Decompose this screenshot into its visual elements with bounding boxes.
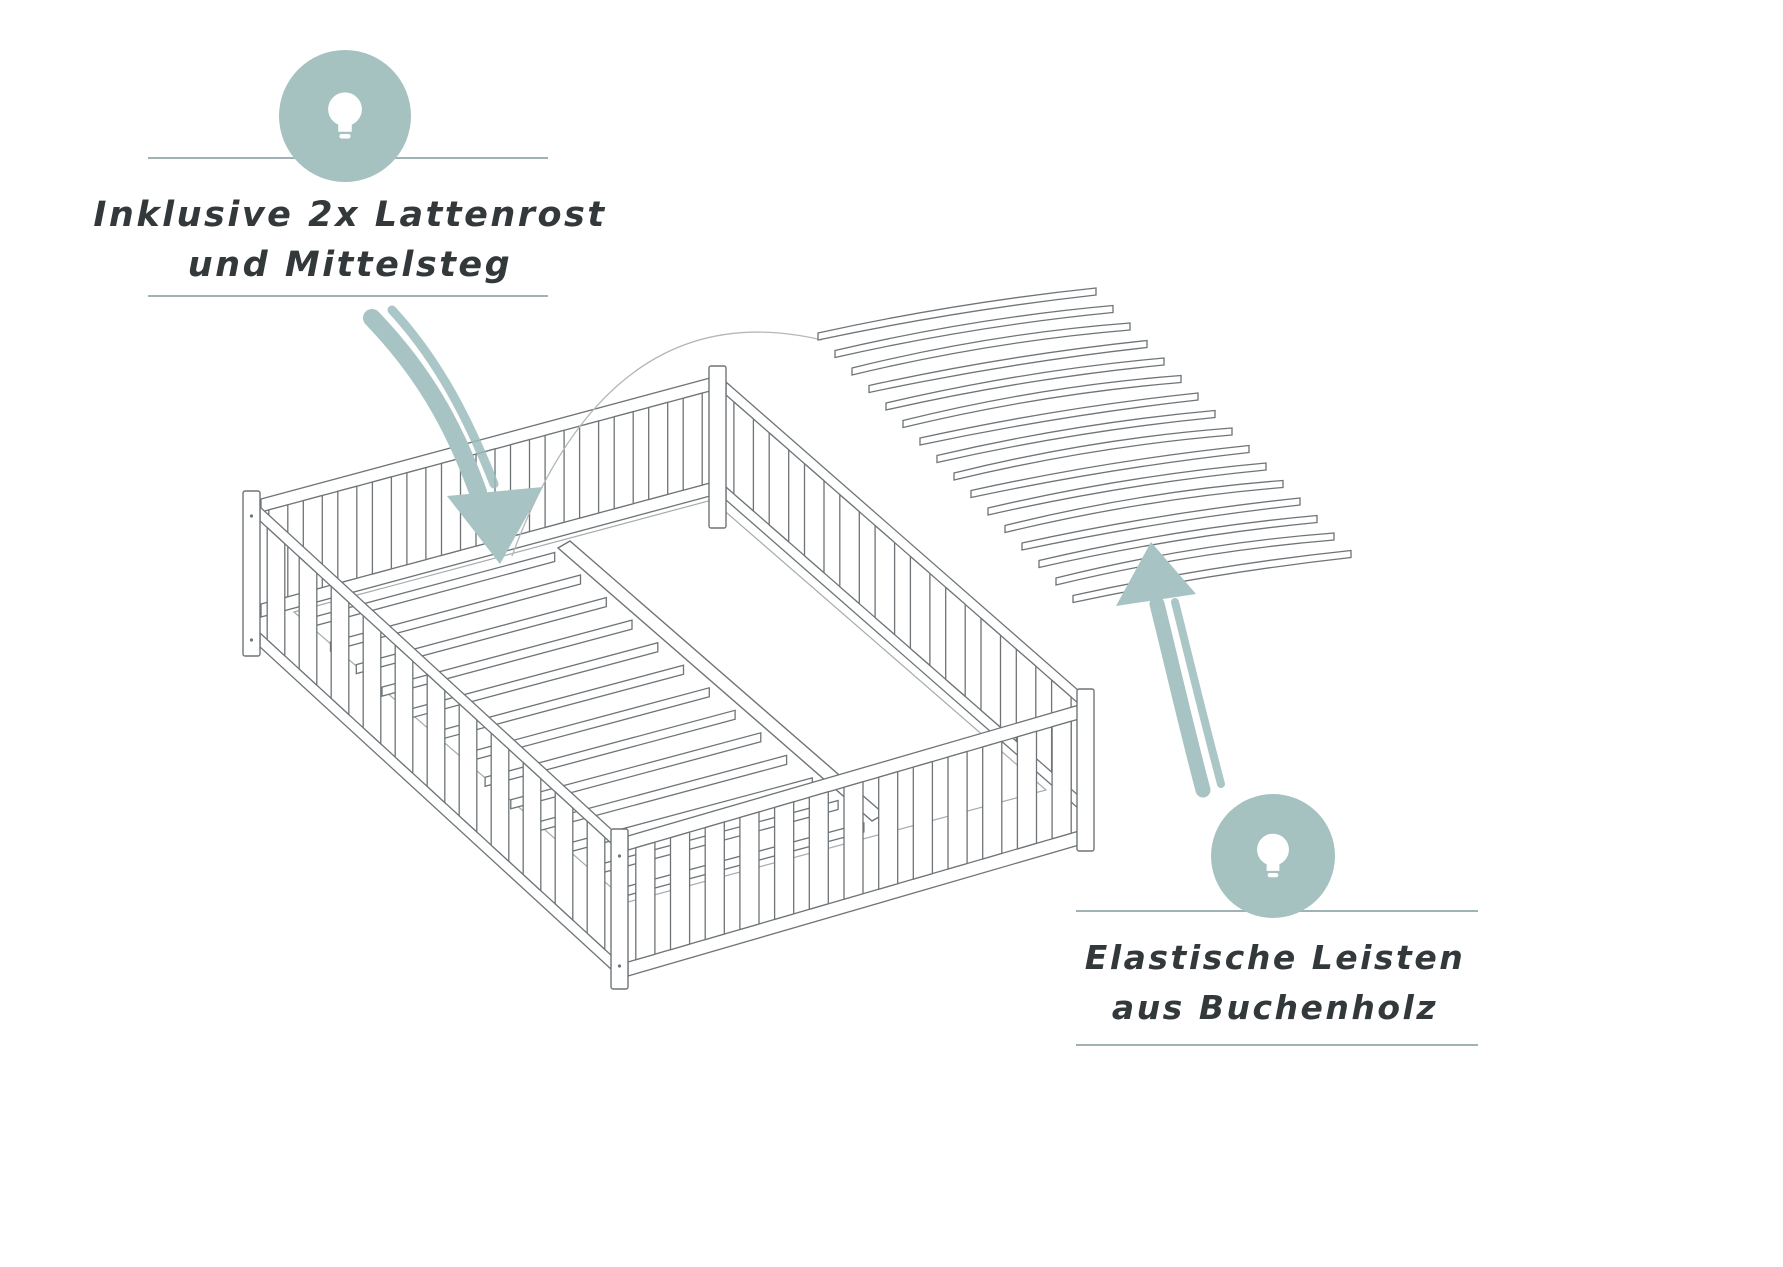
callout-leisten-line2: aus Buchenholz <box>1111 988 1439 1027</box>
rail-slat <box>704 821 725 941</box>
base-slat <box>987 462 1267 516</box>
base-slat <box>1004 479 1284 534</box>
rail-slat <box>733 400 755 513</box>
divider-line <box>1076 1044 1478 1046</box>
base-slat <box>817 287 1097 341</box>
rail-slat <box>1051 720 1072 840</box>
rail-slat <box>803 462 825 575</box>
rail-slat <box>773 801 795 921</box>
bed-post-right <box>1076 688 1095 852</box>
callout-lattenrost-line1: Inklusive 2x Lattenrost <box>93 195 607 235</box>
rail-slat <box>406 466 427 566</box>
bed-post-back <box>708 365 727 529</box>
base-slat <box>936 409 1216 464</box>
base-slat <box>1021 497 1301 551</box>
rail-slat <box>613 410 634 510</box>
rail-slat <box>878 770 899 891</box>
rail-slat <box>635 841 656 961</box>
base-slat <box>1038 514 1318 569</box>
lightbulb-glyph <box>1257 833 1289 878</box>
rail-slat <box>874 524 896 636</box>
rail-slat <box>982 740 1003 860</box>
rail-slat <box>980 616 1002 729</box>
callout-leisten: Elastische Leisten aus Buchenholz <box>1055 933 1495 1033</box>
rail-slat <box>394 643 414 775</box>
rail-slat <box>490 731 510 863</box>
base-slat <box>919 392 1199 446</box>
rail-slat <box>298 555 318 687</box>
bed-rail-front-left <box>259 505 613 972</box>
rail-slat <box>330 584 350 716</box>
rail-slat <box>947 750 968 870</box>
rail-slat <box>458 702 478 834</box>
base-slat <box>953 427 1233 481</box>
rail-slat <box>1016 730 1038 850</box>
base-slat <box>970 444 1250 499</box>
lightbulb-icon <box>1211 794 1335 918</box>
rail-slat <box>426 672 446 805</box>
divider-line <box>148 295 548 297</box>
base-slat <box>902 374 1182 429</box>
rail-slat <box>440 457 462 557</box>
rail-slat <box>266 526 286 658</box>
rail-slat <box>839 493 860 606</box>
screw-dot <box>617 964 622 968</box>
base-slat <box>851 322 1131 376</box>
rail-slat <box>912 760 934 880</box>
callout-lattenrost: Inklusive 2x Lattenrost und Mittelsteg <box>90 190 610 290</box>
arrow-to-slats-icon <box>1116 542 1225 798</box>
bed-post-front <box>610 828 629 990</box>
rail-slat <box>544 429 565 529</box>
base-slat <box>510 731 762 810</box>
base-slat <box>834 304 1114 359</box>
base-slat <box>484 709 736 788</box>
rail-slat <box>768 431 790 544</box>
rail-slat <box>522 761 542 893</box>
rail-slat <box>682 392 703 492</box>
rail-slat <box>337 485 358 585</box>
rail-slat <box>739 811 760 931</box>
bed-post-left <box>242 490 261 657</box>
screw-dot <box>617 854 622 858</box>
lightbulb-icon <box>279 50 411 182</box>
screw-dot <box>249 514 254 518</box>
rail-slat <box>843 780 864 901</box>
base-slat <box>868 339 1148 394</box>
rail-slat <box>808 790 829 911</box>
screw-dot <box>249 638 254 642</box>
callout-lattenrost-line2: und Mittelsteg <box>187 245 513 285</box>
rail-slat <box>554 790 574 922</box>
floating-slatted-base <box>817 287 1352 604</box>
rail-slat <box>669 831 691 951</box>
rail-slat <box>578 420 600 519</box>
rail-slat <box>586 819 606 951</box>
rail-slat <box>371 476 393 575</box>
rail-slat <box>648 401 669 501</box>
base-slat <box>885 357 1165 411</box>
rail-slat <box>945 585 966 698</box>
rail-slat <box>362 614 382 746</box>
arrow-to-bed-icon <box>363 305 543 564</box>
rail-slat <box>909 555 931 667</box>
bed-rail-front-right <box>627 704 1080 977</box>
lightbulb-glyph <box>328 92 362 139</box>
callout-leisten-line1: Elastische Leisten <box>1084 938 1466 977</box>
base-slat <box>1072 549 1352 604</box>
